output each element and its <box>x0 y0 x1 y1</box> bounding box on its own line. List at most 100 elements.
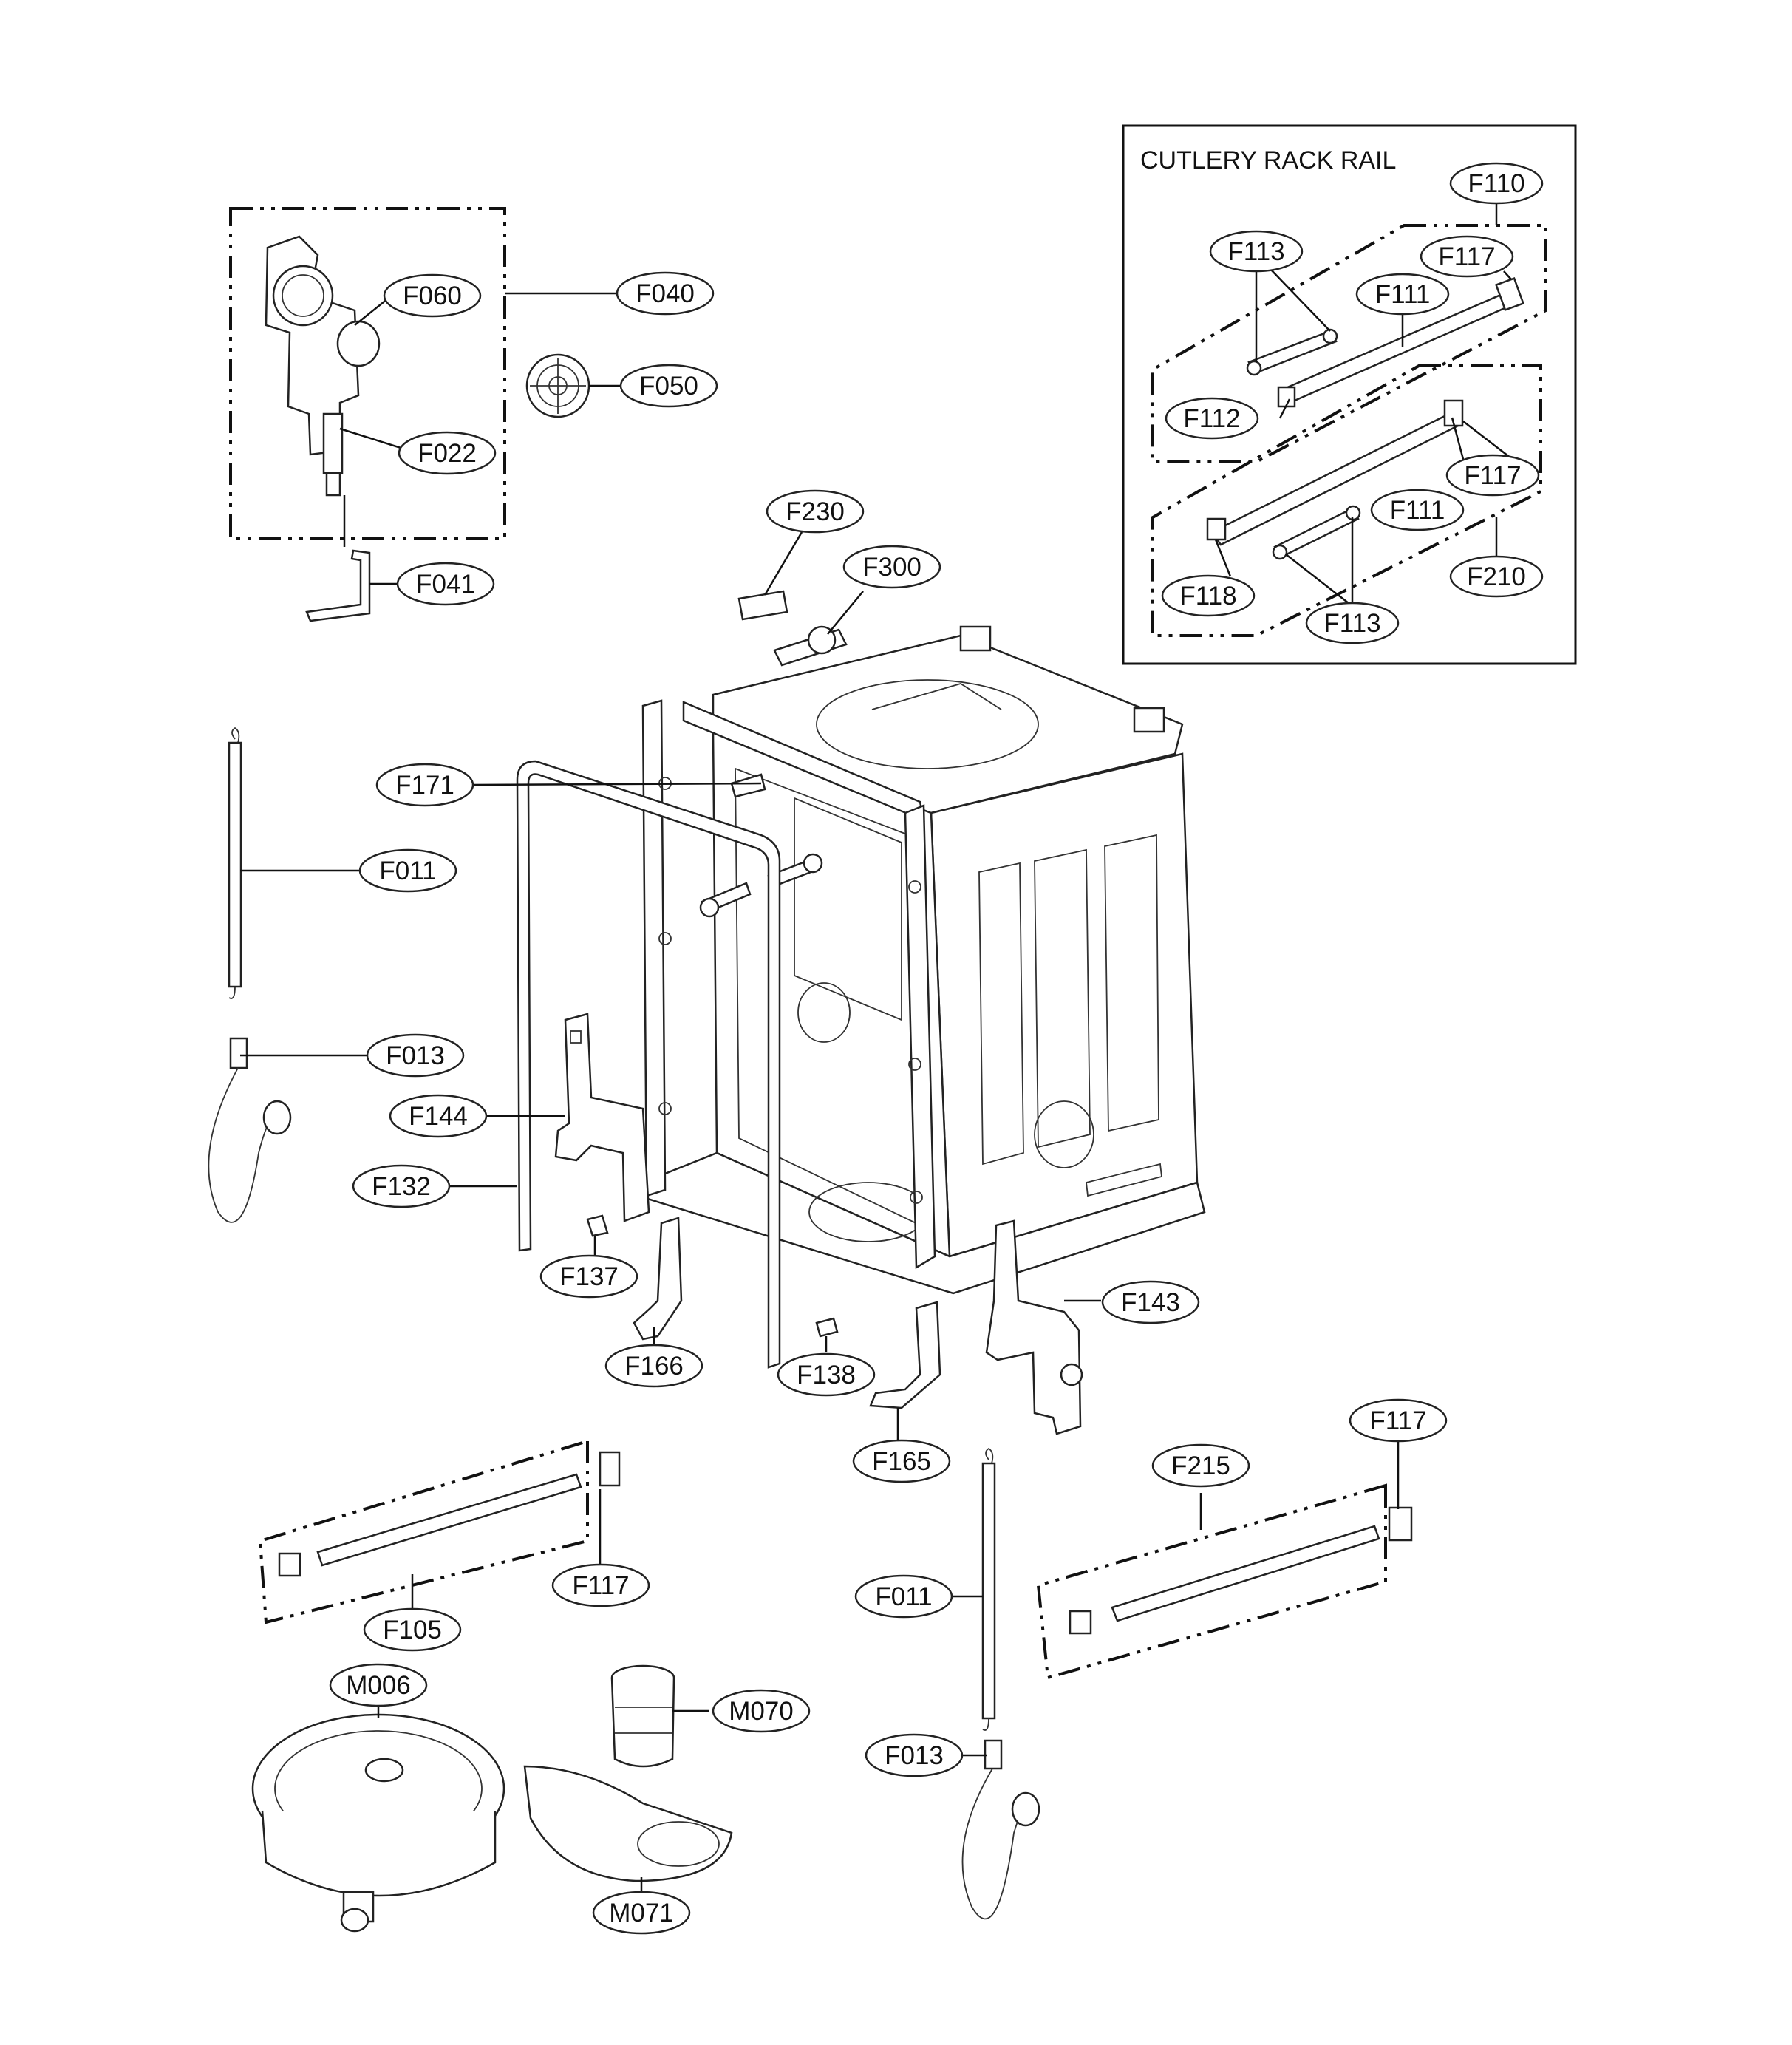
svg-text:F111: F111 <box>1375 280 1431 309</box>
m071-mesh <box>523 1765 733 1882</box>
callout-f215: F215 <box>1151 1443 1250 1488</box>
callout-f050: F050 <box>619 364 718 408</box>
callout-m071: M071 <box>592 1891 691 1935</box>
svg-text:M006: M006 <box>346 1671 411 1700</box>
callout-inset-f112: F112 <box>1165 397 1259 440</box>
callout-inset-f110: F110 <box>1449 162 1544 205</box>
cutlery-rail-lower <box>1206 399 1464 546</box>
svg-text:F013: F013 <box>386 1041 445 1070</box>
svg-text:M070: M070 <box>729 1697 794 1726</box>
svg-text:F113: F113 <box>1323 609 1380 638</box>
callout-f105: F105 <box>363 1607 462 1652</box>
svg-text:F137: F137 <box>559 1262 619 1291</box>
callout-inset-f117-top: F117 <box>1420 235 1514 278</box>
callout-f117-bottom-right: F117 <box>1349 1398 1448 1443</box>
callout-f165: F165 <box>852 1439 951 1483</box>
callout-f166: F166 <box>604 1344 703 1388</box>
callout-f060: F060 <box>383 273 482 318</box>
callout-f132: F132 <box>352 1164 451 1208</box>
svg-text:F011: F011 <box>875 1582 932 1611</box>
f300-part <box>773 591 864 667</box>
callout-inset-f117-mid: F117 <box>1445 454 1540 497</box>
svg-text:F060: F060 <box>403 282 462 310</box>
callout-f013-right: F013 <box>865 1733 964 1777</box>
f040-group <box>229 207 628 622</box>
f144-bracket <box>554 1013 650 1222</box>
svg-text:F165: F165 <box>872 1447 931 1476</box>
callout-f041: F041 <box>396 562 495 606</box>
svg-text:F022: F022 <box>418 439 477 468</box>
callout-f144: F144 <box>389 1094 488 1138</box>
cutlery-rack-rail-inset: CUTLERY RACK RAIL <box>1122 124 1577 665</box>
callout-m070: M070 <box>712 1689 811 1733</box>
f165-bracket <box>869 1301 941 1409</box>
svg-text:F041: F041 <box>416 570 475 599</box>
f138-clip <box>815 1317 839 1338</box>
svg-text:F144: F144 <box>409 1102 468 1131</box>
svg-text:F110: F110 <box>1468 169 1524 198</box>
dishwasher-tub <box>641 625 1206 1295</box>
svg-text:F230: F230 <box>786 497 845 526</box>
m070-filter <box>610 1664 675 1768</box>
svg-text:F111: F111 <box>1390 496 1445 525</box>
f011-spring-bottom <box>981 1447 996 1731</box>
cutlery-roller-bar-upper <box>1246 328 1338 376</box>
callout-f040: F040 <box>616 271 715 316</box>
svg-text:F112: F112 <box>1183 404 1240 433</box>
svg-text:M071: M071 <box>609 1899 674 1927</box>
f230-part <box>737 531 803 621</box>
svg-text:F050: F050 <box>639 372 698 401</box>
svg-text:F132: F132 <box>372 1172 431 1201</box>
f215-rail-group <box>1036 1483 1413 1680</box>
f011-spring-top <box>228 727 242 999</box>
svg-text:F117: F117 <box>1438 242 1495 271</box>
callout-inset-f210: F210 <box>1449 555 1544 598</box>
callout-inset-f111-top: F111 <box>1355 273 1450 316</box>
svg-text:F117: F117 <box>1464 461 1521 490</box>
callout-f011-bottom: F011 <box>854 1574 953 1619</box>
callout-f300: F300 <box>842 545 941 589</box>
svg-text:F117: F117 <box>1369 1406 1426 1435</box>
callout-f230: F230 <box>766 489 865 534</box>
f050-disc <box>525 353 590 418</box>
svg-text:F118: F118 <box>1179 582 1236 610</box>
callout-f137: F137 <box>539 1254 638 1299</box>
callout-f117-bottom-left: F117 <box>551 1563 650 1607</box>
svg-text:F138: F138 <box>797 1361 856 1389</box>
f137-clip <box>586 1214 609 1237</box>
callout-f013-left: F013 <box>366 1033 465 1078</box>
svg-text:F040: F040 <box>636 279 695 308</box>
callout-f022: F022 <box>398 431 497 475</box>
f143-bracket <box>985 1219 1083 1435</box>
svg-text:F113: F113 <box>1227 237 1284 266</box>
m006-sump <box>251 1713 505 1933</box>
f105-rail-group <box>258 1439 621 1624</box>
callout-inset-f113-top: F113 <box>1209 230 1304 273</box>
callout-inset-f113-bottom: F113 <box>1305 602 1400 644</box>
f013-cable-left <box>208 1037 292 1223</box>
f013-cable-right <box>961 1739 1040 1920</box>
cutlery-roller-bar-lower <box>1272 505 1361 560</box>
svg-text:F143: F143 <box>1121 1288 1180 1317</box>
callout-inset-f111-bottom: F111 <box>1370 489 1465 531</box>
svg-text:F210: F210 <box>1467 562 1526 591</box>
svg-text:F013: F013 <box>885 1741 944 1770</box>
svg-text:F171: F171 <box>395 771 454 800</box>
callout-f143: F143 <box>1101 1280 1200 1324</box>
svg-text:F215: F215 <box>1171 1452 1230 1480</box>
svg-text:F300: F300 <box>862 553 921 582</box>
callout-f171: F171 <box>375 763 474 807</box>
f132-gasket <box>516 760 781 1369</box>
svg-text:F166: F166 <box>624 1352 684 1381</box>
svg-text:F105: F105 <box>383 1616 442 1644</box>
inset-title: CUTLERY RACK RAIL <box>1140 146 1396 174</box>
svg-text:F011: F011 <box>379 857 436 885</box>
callout-f011-top: F011 <box>358 848 457 893</box>
callout-inset-f118: F118 <box>1161 574 1256 617</box>
svg-text:F117: F117 <box>572 1571 629 1600</box>
f166-bracket <box>633 1217 683 1341</box>
cutlery-rail-upper <box>1277 277 1524 408</box>
callout-m006: M006 <box>329 1663 428 1707</box>
callout-f138: F138 <box>777 1352 876 1397</box>
